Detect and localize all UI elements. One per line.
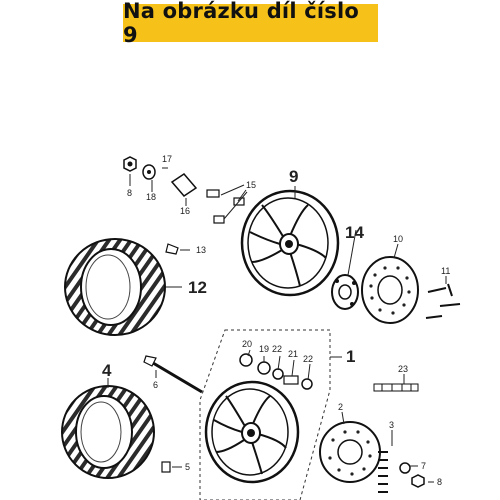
callout-8-lower: 8 <box>437 477 442 487</box>
assembly-outline <box>199 329 331 500</box>
brake-disc-lower <box>319 421 381 483</box>
rim-lower <box>204 380 300 484</box>
bolts-3 <box>378 451 388 493</box>
callout-17: 17 <box>162 154 172 164</box>
bolts-11 <box>425 283 461 319</box>
rim-upper <box>240 189 340 297</box>
nut-8-upper <box>123 156 137 172</box>
valve-13 <box>165 243 179 255</box>
callout-3: 3 <box>389 420 394 430</box>
spacer-16 <box>170 173 198 197</box>
tire-lower <box>61 385 155 479</box>
callout-22-left: 22 <box>272 344 282 354</box>
callout-9: 9 <box>289 167 298 186</box>
leader-lines <box>107 167 447 483</box>
callout-6: 6 <box>153 380 158 390</box>
callout-19: 19 <box>259 344 269 354</box>
nut-8-lower <box>411 474 425 488</box>
callout-18: 18 <box>146 192 156 202</box>
brake-disc-upper <box>361 256 419 324</box>
callout-7: 7 <box>421 461 426 471</box>
callout-11: 11 <box>441 266 450 276</box>
callout-16: 16 <box>180 206 190 216</box>
washer-18 <box>142 164 156 180</box>
callout-4: 4 <box>102 361 112 380</box>
callout-20: 20 <box>242 339 252 349</box>
bearings-19-22 <box>239 353 313 390</box>
axle-6 <box>143 355 203 394</box>
callout-12: 12 <box>188 278 207 297</box>
weights-23 <box>373 383 419 392</box>
washer-7 <box>399 462 411 474</box>
callout-10: 10 <box>393 234 403 244</box>
callout-23: 23 <box>398 364 408 374</box>
bolt-15 <box>206 189 245 224</box>
callout-1: 1 <box>346 347 355 366</box>
callout-5: 5 <box>185 462 190 472</box>
callout-13: 13 <box>196 245 206 255</box>
valve-5 <box>161 461 171 473</box>
callout-14: 14 <box>345 223 364 242</box>
callout-21: 21 <box>288 349 298 359</box>
callout-15: 15 <box>246 180 256 190</box>
drive-hub <box>331 274 359 310</box>
tire-upper <box>64 238 166 336</box>
callout-8-upper: 8 <box>127 188 132 198</box>
part-number-banner: Na obrázku díl číslo 9 <box>123 0 378 47</box>
callout-2: 2 <box>338 402 343 412</box>
callout-22-right: 22 <box>303 354 313 364</box>
